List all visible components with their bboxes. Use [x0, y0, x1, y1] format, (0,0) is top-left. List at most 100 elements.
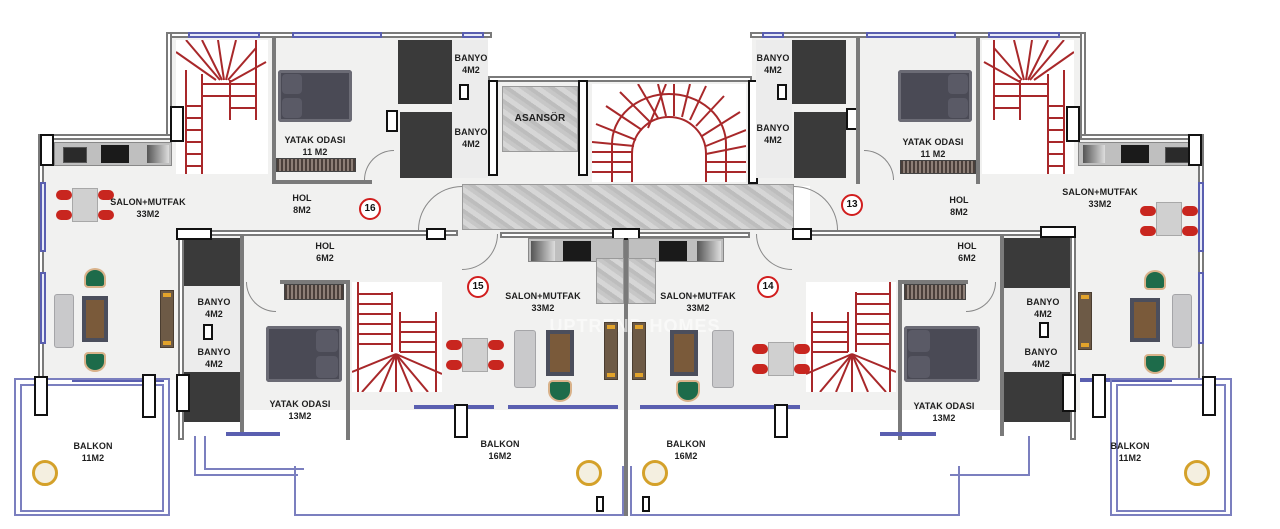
wall	[272, 180, 372, 184]
balcony-railing	[950, 436, 1030, 476]
window	[988, 32, 1060, 38]
column	[792, 228, 812, 240]
kitchen-island	[628, 258, 656, 304]
elevator-label: ASANSÖR	[514, 113, 566, 124]
window	[1198, 182, 1204, 252]
column	[774, 404, 788, 438]
balcony-railing	[630, 466, 960, 516]
unit-number-badge[interactable]: 15	[467, 276, 489, 298]
bathroom-fixtures	[1004, 372, 1070, 422]
window	[716, 405, 800, 409]
armchair	[84, 268, 106, 288]
wall	[240, 236, 244, 436]
bathroom-floor	[1004, 288, 1070, 372]
wardrobe	[284, 284, 344, 300]
bathroom-fixtures	[398, 40, 452, 104]
wall-corridor-lower	[178, 230, 458, 236]
rug-coffee-table	[82, 296, 108, 342]
armchair	[1144, 354, 1166, 374]
dining-chair	[488, 360, 504, 370]
column	[1040, 226, 1076, 238]
tv-unit	[1078, 292, 1092, 350]
armchair	[548, 380, 572, 402]
balcony-railing	[294, 466, 624, 516]
column	[1066, 106, 1080, 142]
bistro-table	[32, 460, 58, 486]
window	[292, 32, 382, 38]
unit-number-badge[interactable]: 14	[757, 276, 779, 298]
bathroom-floor	[452, 40, 488, 178]
dining-chair	[1182, 206, 1198, 216]
dining-table	[768, 342, 794, 376]
dining-chair	[752, 344, 768, 354]
unit-number-badge[interactable]: 16	[359, 198, 381, 220]
unit-16-staircase	[176, 40, 268, 174]
column	[142, 374, 156, 418]
balcony-railing	[20, 384, 164, 512]
window	[462, 32, 484, 38]
shaft	[777, 84, 787, 100]
column	[1188, 134, 1202, 166]
bathroom-fixtures	[400, 112, 452, 178]
rug-coffee-table	[1130, 298, 1160, 342]
wall	[898, 280, 902, 440]
sofa	[1172, 294, 1192, 348]
kitchen-counter	[628, 238, 724, 262]
column	[170, 106, 184, 142]
dining-table	[462, 338, 488, 372]
dining-chair	[446, 340, 462, 350]
dining-chair	[446, 360, 462, 370]
wardrobe	[276, 158, 356, 172]
column	[1202, 376, 1216, 416]
column	[426, 228, 446, 240]
rug-coffee-table	[670, 330, 698, 376]
dining-table	[1156, 202, 1182, 236]
armchair	[1144, 270, 1166, 290]
column	[40, 134, 54, 166]
dining-chair	[752, 364, 768, 374]
balcony-railing	[14, 378, 170, 516]
sofa	[712, 330, 734, 388]
window	[866, 32, 956, 38]
window	[40, 182, 46, 252]
bistro-table	[576, 460, 602, 486]
dining-chair	[98, 190, 114, 200]
dining-table	[72, 188, 98, 222]
dining-chair	[1140, 206, 1156, 216]
unit-number-badge[interactable]: 13	[841, 194, 863, 216]
main-staircase	[592, 84, 746, 182]
unit-13-staircase	[982, 40, 1074, 174]
unit-14-staircase	[806, 282, 896, 392]
dining-chair	[488, 340, 504, 350]
wall-right-block-side	[1080, 32, 1086, 140]
column	[488, 80, 498, 176]
window	[226, 432, 280, 436]
column	[596, 496, 604, 512]
bed	[898, 70, 972, 122]
armchair	[84, 352, 106, 372]
column	[612, 228, 640, 240]
wall	[976, 38, 980, 184]
column	[1092, 374, 1106, 418]
shaft	[1039, 322, 1049, 338]
rug-coffee-table	[546, 330, 574, 376]
window	[188, 32, 260, 38]
window	[762, 32, 784, 38]
bathroom-fixtures	[1004, 238, 1070, 288]
